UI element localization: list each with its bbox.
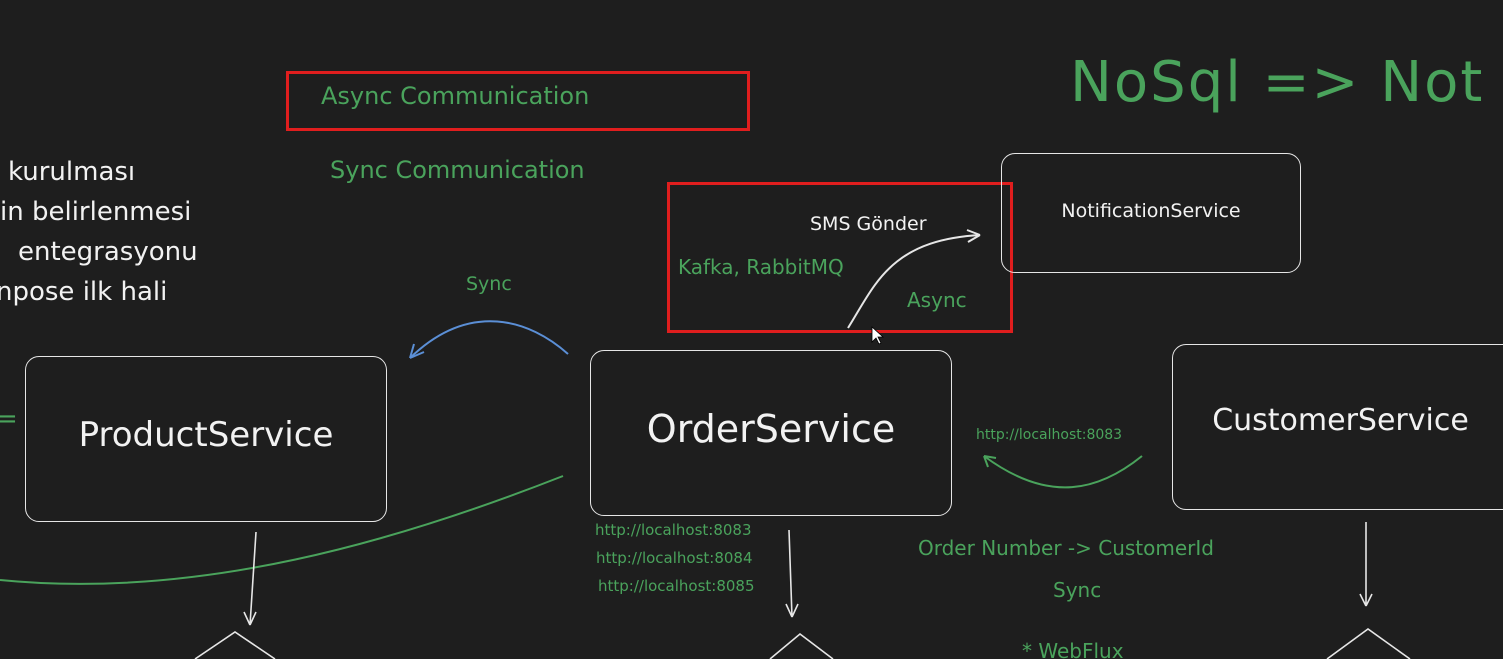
sms-send-label: SMS Gönder <box>810 213 927 235</box>
customer-service-box[interactable]: CustomerService <box>1172 344 1503 510</box>
brokers-label: Kafka, RabbitMQ <box>678 255 844 279</box>
customer-order-arrow-head <box>983 455 997 468</box>
highlight-async-broker <box>667 182 1013 333</box>
mouse-cursor-icon <box>871 326 885 345</box>
green-long-curve <box>0 475 564 585</box>
order-db-shape <box>769 632 834 659</box>
left-list-item: entegrasyonu <box>18 237 198 267</box>
order-service-box[interactable]: OrderService <box>590 350 952 516</box>
async-arrow-white-head <box>966 229 981 243</box>
order-customer-mapping: Order Number -> CustomerId <box>918 536 1214 560</box>
product-service-box[interactable]: ProductService <box>25 356 387 522</box>
customer-order-arrow <box>983 455 1143 489</box>
order-url: http://localhost:8084 <box>596 549 753 567</box>
order-down-arrow <box>785 529 799 618</box>
webflux-label: * WebFlux <box>1022 639 1124 659</box>
highlight-async-communication <box>286 71 750 131</box>
notification-service-box[interactable]: NotificationService <box>1001 153 1301 273</box>
notification-service-label: NotificationService <box>1061 200 1241 222</box>
nosql-title: NoSql => Not O <box>1070 50 1503 115</box>
customer-down-arrow <box>1359 522 1373 607</box>
sync-arrow-blue-head <box>409 343 425 359</box>
product-service-label: ProductService <box>78 415 334 455</box>
async-communication-label: Async Communication <box>321 82 590 110</box>
sync-arrow-blue <box>409 320 569 359</box>
order-service-label: OrderService <box>646 407 896 451</box>
top-artifact: · .. <box>640 0 662 2</box>
customer-db-shape <box>1326 628 1411 659</box>
order-url: http://localhost:8085 <box>598 577 755 595</box>
product-down-arrow <box>243 531 257 626</box>
sync-product-label: Sync <box>466 273 512 295</box>
left-list-item: kurulması <box>8 157 136 187</box>
customer-service-label: CustomerService <box>1212 403 1469 438</box>
customer-sync-label: Sync <box>1053 578 1102 602</box>
customer-url-label: http://localhost:8083 <box>976 427 1123 443</box>
left-edge-fragment: = <box>0 404 18 434</box>
product-db-shape <box>194 631 276 659</box>
left-list-item: npose ilk hali <box>0 277 168 307</box>
sync-communication-label: Sync Communication <box>330 156 585 184</box>
async-notification-label: Async <box>907 288 967 312</box>
left-list-item: in belirlenmesi <box>0 197 192 227</box>
async-arrow-white <box>847 234 981 329</box>
order-url: http://localhost:8083 <box>595 521 752 539</box>
